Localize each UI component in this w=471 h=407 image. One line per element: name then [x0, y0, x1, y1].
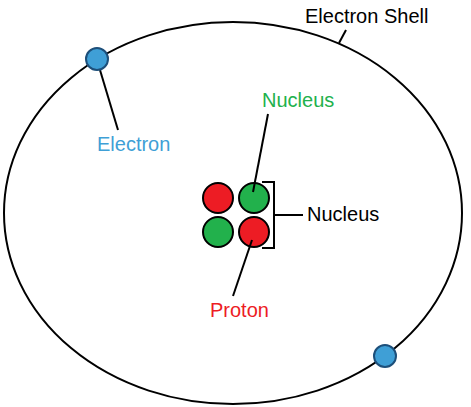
leader-line [233, 240, 252, 296]
proton [239, 217, 269, 247]
nucleus-label: Nucleus [307, 203, 379, 226]
leader-line [339, 30, 346, 43]
leader-line [253, 114, 268, 192]
leader-line [100, 70, 118, 130]
proton-label: Proton [210, 299, 269, 322]
bracket [262, 182, 303, 248]
electron-shell [4, 22, 462, 404]
shell-label: Electron Shell [305, 5, 428, 28]
proton [203, 183, 233, 213]
electron [86, 48, 108, 70]
nucleus-label: Nucleus [262, 89, 334, 112]
neutron [203, 217, 233, 247]
electron-label: Electron [97, 133, 170, 156]
electron [374, 345, 396, 367]
